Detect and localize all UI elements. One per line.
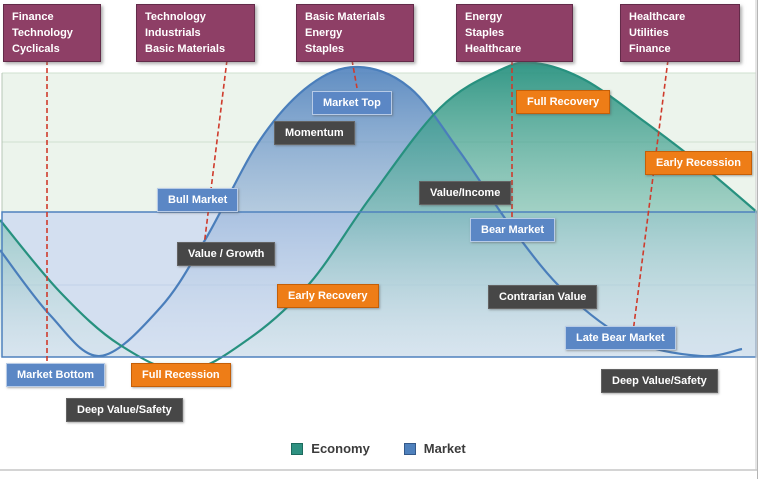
- sector-box-line: Healthcare: [465, 43, 522, 55]
- label-market-top: Market Top: [312, 91, 392, 115]
- label-deep-value-safety-right: Deep Value/Safety: [601, 369, 718, 393]
- label-late-bear-market: Late Bear Market: [565, 326, 676, 350]
- label-contrarian-value: Contrarian Value: [488, 285, 598, 309]
- sector-box-line: Basic Materials: [305, 11, 386, 23]
- sector-box-line: Technology: [12, 27, 73, 39]
- legend-item-economy: Economy: [291, 441, 370, 456]
- label-early-recovery: Early Recovery: [277, 284, 379, 308]
- sector-box-line: Finance: [629, 43, 671, 55]
- label-value-income: Value/Income: [419, 181, 512, 205]
- economy-legend-label: Economy: [311, 441, 370, 456]
- sector-box-line: Industrials: [145, 27, 201, 39]
- sector-box-line: Basic Materials: [145, 43, 226, 55]
- sector-box-line: Technology: [145, 11, 206, 23]
- sector-box-line: Energy: [465, 11, 503, 23]
- label-value-growth: Value / Growth: [177, 242, 276, 266]
- market-legend-label: Market: [423, 441, 466, 456]
- sector-box-line: Energy: [305, 27, 343, 39]
- curve-market: [0, 65, 743, 358]
- sector-box-line: Finance: [12, 11, 54, 23]
- label-bull-market: Bull Market: [157, 188, 239, 212]
- legend-item-market: Market: [403, 441, 466, 456]
- label-market-bottom: Market Bottom: [6, 363, 106, 387]
- label-deep-value-safety-left: Deep Value/Safety: [66, 398, 183, 422]
- connector-line-2: [203, 59, 228, 247]
- sector-box-line: Cyclicals: [12, 43, 60, 55]
- connector-line-5: [631, 59, 669, 341]
- connector-line-3: [351, 59, 358, 89]
- label-full-recovery: Full Recovery: [516, 90, 611, 114]
- sector-box-line: Staples: [465, 27, 505, 39]
- sector-box-line: Healthcare: [629, 11, 686, 23]
- label-early-recession: Early Recession: [645, 151, 752, 175]
- sector-box-line: Staples: [305, 43, 345, 55]
- market-swatch-icon: [403, 442, 416, 455]
- chart-legend: Economy Market: [0, 441, 757, 456]
- sector-box-line: Utilities: [629, 27, 669, 39]
- economy-swatch-icon: [291, 442, 304, 455]
- label-full-recession: Full Recession: [131, 363, 231, 387]
- curve-economy: [0, 61, 757, 373]
- label-bear-market: Bear Market: [470, 218, 555, 242]
- label-momentum: Momentum: [274, 121, 355, 145]
- sector-connector-lines: [46, 59, 669, 366]
